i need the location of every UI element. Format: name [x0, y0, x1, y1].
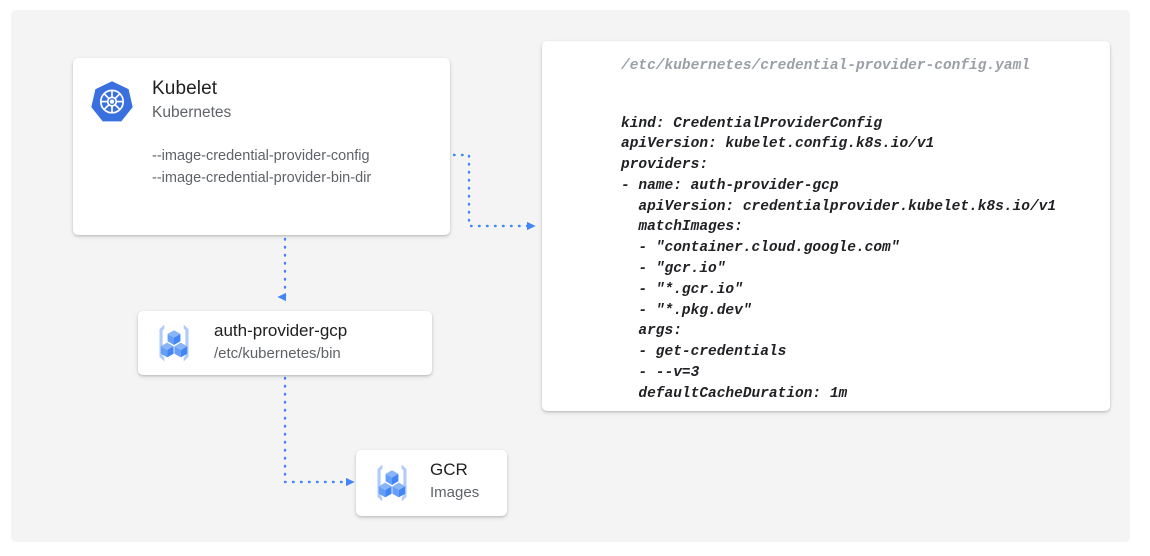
auth-provider-subtitle: /etc/kubernetes/bin: [214, 345, 341, 362]
cube-top: [167, 330, 181, 345]
yaml-content: kind: CredentialProviderConfig apiVersio…: [621, 115, 1057, 402]
auth-provider-title: auth-provider-gcp: [214, 321, 348, 340]
gcr-subtitle: Images: [430, 484, 480, 501]
cube-bottom-left: [378, 482, 392, 498]
container-registry-icon: [377, 464, 407, 502]
kubelet-subtitle: Kubernetes: [152, 104, 232, 121]
auth-provider-gcp-node-card[interactable]: auth-provider-gcp /etc/kubernetes/bin: [138, 311, 432, 375]
cube-bottom-left: [160, 342, 174, 358]
cube-bottom-right: [174, 342, 188, 358]
yaml-filename: /etc/kubernetes/credential-provider-conf…: [621, 58, 1030, 74]
kubelet-flag-bin-dir: --image-credential-provider-bin-dir: [152, 170, 372, 186]
cube-top: [385, 470, 399, 485]
kubelet-node-card[interactable]: Kubelet Kubernetes --image-credential-pr…: [73, 58, 450, 235]
kubelet-flag-config: --image-credential-provider-config: [152, 148, 370, 164]
container-registry-icon: [159, 324, 189, 362]
kubelet-title: Kubelet: [152, 78, 218, 99]
gcr-title: GCR: [430, 460, 468, 479]
kubernetes-icon: [91, 81, 133, 122]
credential-provider-config-panel[interactable]: /etc/kubernetes/credential-provider-conf…: [542, 41, 1110, 411]
gcr-node-card[interactable]: GCR Images: [356, 450, 507, 516]
cube-bottom-right: [392, 482, 406, 498]
